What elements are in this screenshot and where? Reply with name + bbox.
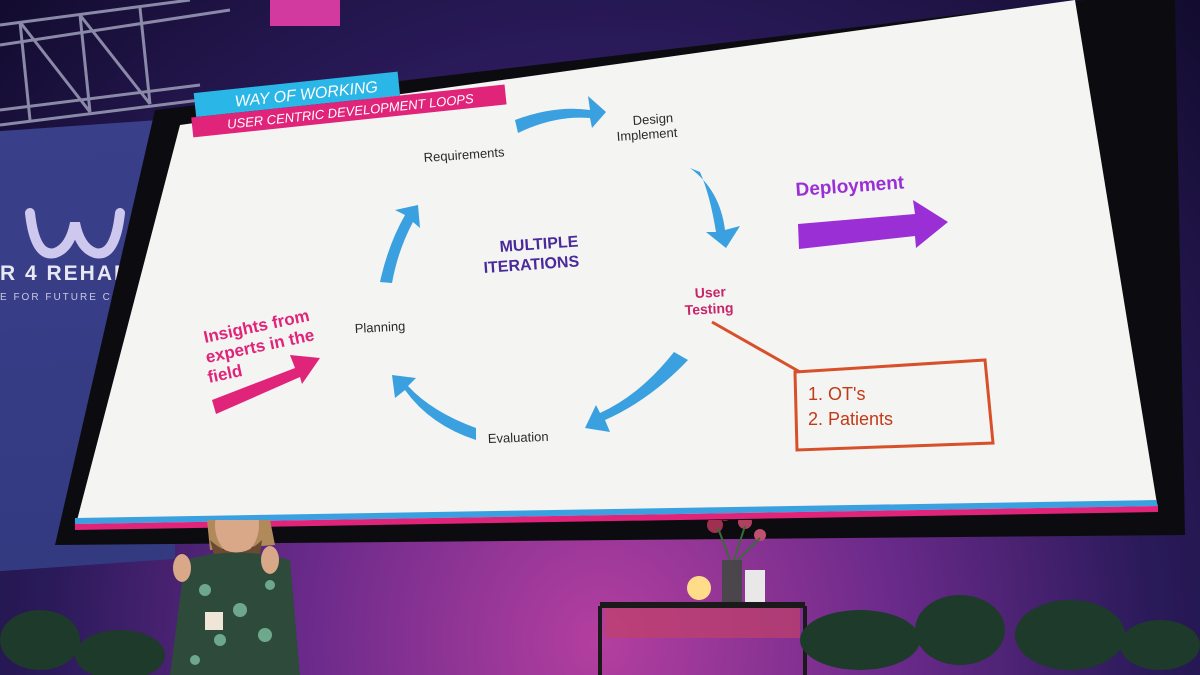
arrow-testing-to-evaluation [585, 352, 688, 432]
tester-item-1: 1. OT's [808, 384, 865, 404]
stage-testing: Testing [684, 299, 734, 318]
stage-user: User [694, 283, 726, 301]
stage-light-panel [270, 0, 340, 26]
stage-evaluation: Evaluation [488, 429, 549, 446]
banner-tagline: E FOR FUTURE CARE [0, 292, 139, 303]
tester-item-2: 2. Patients [808, 409, 893, 429]
stage-implement: Implement [616, 125, 678, 144]
banner-name: R 4 REHAB [0, 262, 132, 285]
arrow-design-to-testing [690, 168, 740, 248]
header-title-bar [193, 71, 401, 117]
center-label-line2: ITERATIONS [483, 253, 580, 277]
insights-arrow [212, 355, 320, 414]
callout-box [793, 358, 995, 452]
flower-vase [707, 520, 766, 602]
slide-surface [75, 0, 1158, 528]
slide-bottom-stripe-pink [75, 506, 1158, 530]
stage-truss [0, 0, 340, 127]
arrow-requirements-to-design [515, 96, 606, 133]
stage-planning: Planning [354, 318, 405, 336]
stage-design: Design [632, 110, 673, 128]
stage-floor [0, 520, 1200, 675]
side-table [600, 602, 805, 608]
candle [687, 576, 711, 600]
stage-requirements: Requirements [423, 144, 505, 165]
slide-bottom-stripe-blue [75, 500, 1158, 524]
arrow-evaluation-to-planning [392, 375, 476, 440]
header-subtitle-bar [191, 84, 507, 138]
callout-line [711, 320, 801, 374]
plants [0, 595, 1200, 675]
speaker [170, 520, 300, 675]
loop-arrows [380, 96, 740, 440]
center-label-line1: MULTIPLE [499, 234, 579, 256]
w-logo-icon [25, 208, 125, 259]
deployment-arrow [798, 200, 948, 249]
arrow-planning-to-requirements [380, 205, 420, 283]
